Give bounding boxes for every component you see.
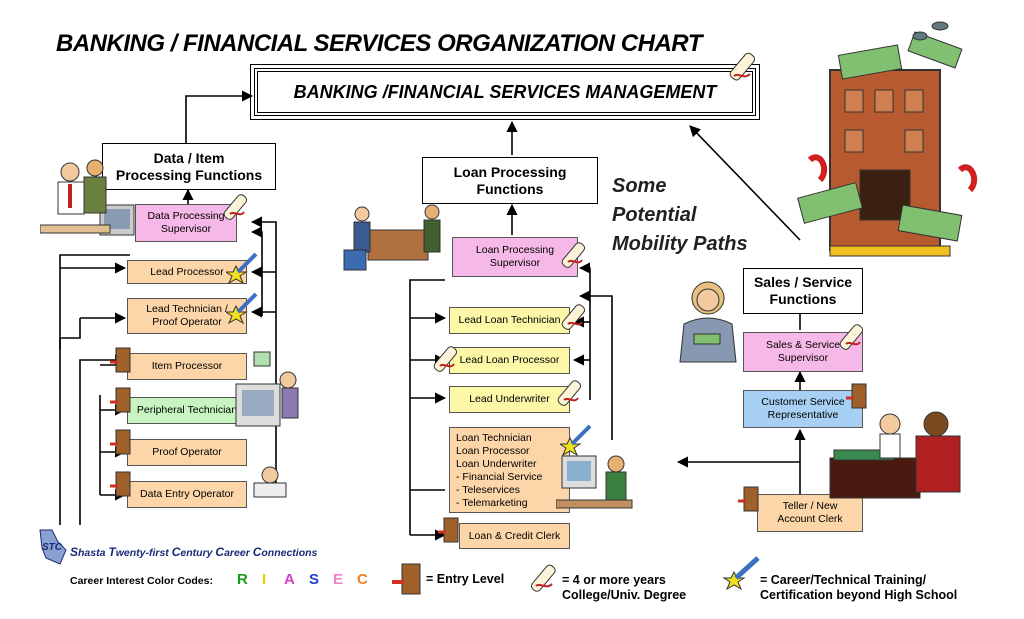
mobility-label: Some Potential Mobility Paths: [612, 175, 748, 255]
lead-loan-processor-box: Lead Loan Processor: [449, 347, 570, 374]
color-code-c: C: [357, 571, 368, 588]
telemarketer-illustration: [556, 455, 633, 509]
star-pen-icon: [560, 424, 592, 457]
diploma-icon: [561, 242, 586, 268]
sales-service-header: Sales / Service Functions: [743, 268, 863, 314]
management-box: BANKING /FINANCIAL SERVICES MANAGEMENT: [250, 64, 760, 120]
door-icon: [392, 563, 421, 595]
star-pen-icon: [226, 292, 258, 325]
color-code-a: A: [284, 571, 295, 588]
diploma-icon: [557, 380, 582, 406]
chart-title: BANKING / FINANCIAL SERVICES ORGANIZATIO…: [56, 30, 702, 57]
stc-logo: STC: [39, 529, 67, 565]
customer-service-rep-box: Customer Service Representative: [743, 390, 863, 428]
org-letter: T: [108, 545, 116, 559]
org-letter: C: [171, 545, 181, 559]
org-letter: C: [215, 545, 225, 559]
data-item-header: Data / Item Processing Functions: [102, 143, 276, 190]
sales-woman-illustration: [679, 281, 737, 363]
color-code-e: E: [333, 571, 344, 588]
door-icon: [110, 429, 131, 455]
door-icon: [110, 347, 131, 373]
org-letter: S: [70, 545, 79, 559]
legend-training: = Career/Technical Training/ Certificati…: [760, 573, 958, 602]
diploma-icon: [561, 304, 586, 330]
office-workers-illustration: [40, 159, 135, 236]
legend-degree: = 4 or more years College/Univ. Degree: [562, 573, 687, 602]
diploma-icon: [839, 324, 864, 350]
legend-entry-level: = Entry Level: [426, 572, 505, 586]
teller-counter-illustration: [829, 411, 961, 499]
loan-processing-header: Loan Processing Functions: [422, 157, 598, 204]
org-word: wenty-first: [115, 547, 172, 559]
loan-processing-supervisor-box: Loan Processing Supervisor: [452, 237, 578, 277]
diploma-icon: [729, 52, 756, 81]
diploma-icon: [223, 194, 248, 220]
data-processing-supervisor-box: Data Processing Supervisor: [135, 204, 237, 242]
loan-credit-clerk-box: Loan & Credit Clerk: [459, 523, 570, 549]
lead-loan-technician-box: Lead Loan Technician: [449, 307, 570, 334]
peripheral-technician-box: Peripheral Technician: [127, 397, 247, 424]
door-icon: [738, 486, 759, 512]
door-icon: [110, 387, 131, 413]
organization-name: Shasta Twenty-first Century Career Conne…: [70, 545, 317, 559]
door-icon: [438, 517, 459, 543]
door-icon: [846, 383, 867, 409]
data-entry-operator-box: Data Entry Operator: [127, 481, 247, 508]
stc-logo-text: STC: [42, 542, 63, 553]
color-code-s: S: [309, 571, 320, 588]
lead-underwriter-box: Lead Underwriter: [449, 386, 570, 413]
star-pen-icon: [226, 252, 258, 285]
color-code-i: I: [262, 571, 267, 588]
door-icon: [110, 471, 131, 497]
diploma-icon: [433, 346, 458, 372]
teller-box: Teller / New Account Clerk: [757, 494, 863, 532]
org-word: onnections: [261, 547, 318, 559]
org-word: hasta: [78, 547, 109, 559]
org-word: areer: [224, 547, 253, 559]
technician-illustration: [235, 351, 299, 427]
bank-building-illustration: [797, 21, 978, 257]
proof-operator-box: Proof Operator: [127, 439, 247, 466]
diploma-icon: [530, 564, 556, 592]
lead-technician-box: Lead Technician / Proof Operator: [127, 298, 247, 334]
star-pen-icon: [722, 556, 760, 591]
sales-service-supervisor-box: Sales & Service Supervisor: [743, 332, 863, 372]
loan-meeting-illustration: [343, 204, 441, 271]
color-codes-label: Career Interest Color Codes:: [70, 575, 213, 587]
org-word: entury: [180, 547, 216, 559]
color-code-r: R: [237, 571, 248, 588]
loan-group-box: Loan Technician Loan Processor Loan Unde…: [449, 427, 570, 513]
keyboard-hand-icon: [253, 466, 287, 498]
org-letter: C: [252, 545, 262, 559]
